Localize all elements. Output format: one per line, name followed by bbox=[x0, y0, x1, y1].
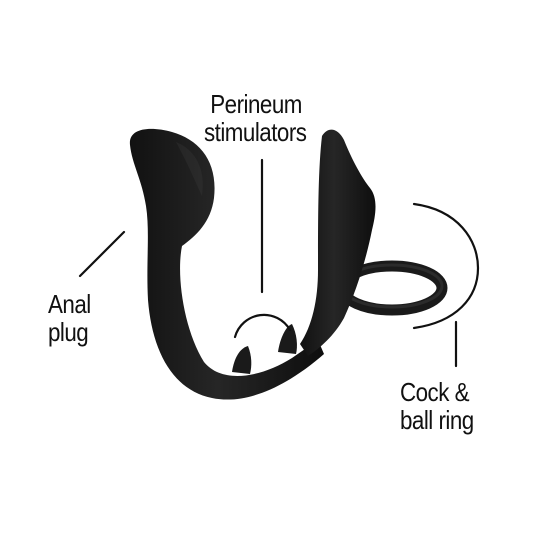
perineum-nub-right bbox=[278, 324, 297, 354]
perineum-stimulators-label: Perineum stimulators bbox=[204, 89, 307, 147]
perineum-nub-left bbox=[232, 346, 252, 374]
anal-plug-label-line2: plug bbox=[48, 317, 89, 347]
perineum-label-line2: stimulators bbox=[204, 117, 307, 147]
ring-label-line1: Cock & bbox=[400, 377, 469, 407]
anal-plug-callout-line bbox=[78, 230, 126, 278]
callout-lines bbox=[78, 158, 480, 368]
ring-label-line2: ball ring bbox=[400, 405, 474, 435]
cock-ball-ring-label: Cock & ball ring bbox=[400, 378, 474, 434]
perineum-callout-arc bbox=[233, 313, 292, 339]
perineum-label-line1: Perineum bbox=[210, 89, 302, 119]
anal-plug-label-line1: Anal bbox=[48, 289, 91, 319]
ring-callout-arc bbox=[412, 202, 480, 330]
plug-body bbox=[129, 128, 376, 400]
anal-plug-label: Anal plug bbox=[48, 290, 91, 346]
